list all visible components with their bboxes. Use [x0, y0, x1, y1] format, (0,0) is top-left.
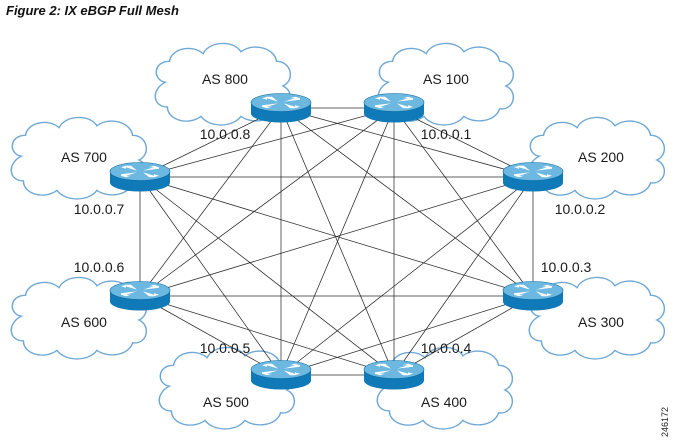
link-as300-as400	[393, 295, 534, 376]
router-icon-as300	[502, 281, 564, 311]
as-label-as800: AS 800	[202, 71, 248, 87]
link-as500-as700	[139, 176, 282, 376]
link-as100-as300	[393, 107, 534, 297]
link-as800-as300	[280, 107, 534, 297]
as-label-as300: AS 300	[578, 314, 624, 330]
link-as200-as500	[280, 176, 534, 376]
as-label-as700: AS 700	[61, 149, 107, 165]
ip-label-as700: 10.0.0.7	[74, 201, 125, 217]
link-as800-as200	[280, 107, 534, 178]
router-icon-as500	[250, 360, 312, 390]
link-as400-as600	[139, 295, 395, 376]
ip-label-as500: 10.0.0.5	[200, 340, 251, 356]
router-icon-as800	[250, 93, 312, 123]
link-as400-as700	[139, 176, 395, 376]
link-as300-as500	[280, 295, 534, 376]
link-as100-as600	[139, 107, 395, 297]
figure-caption: Figure 2: IX eBGP Full Mesh	[6, 3, 179, 18]
router-icon-as700	[109, 162, 171, 192]
ip-label-as800: 10.0.0.8	[200, 126, 251, 142]
as-label-as400: AS 400	[421, 394, 467, 410]
link-as500-as600	[139, 295, 282, 376]
as-label-as200: AS 200	[578, 149, 624, 165]
link-as300-as700	[139, 176, 534, 297]
ip-label-as300: 10.0.0.3	[541, 259, 592, 275]
router-icon-as100	[363, 93, 425, 123]
link-as800-as600	[139, 107, 282, 297]
router-icon-as600	[109, 281, 171, 311]
router-icon-as200	[502, 162, 564, 192]
link-as100-as500	[280, 107, 395, 376]
ip-label-as100: 10.0.0.1	[421, 126, 472, 142]
figure-code: 246172	[660, 407, 670, 437]
link-as200-as400	[393, 176, 534, 376]
link-as800-as700	[139, 107, 282, 178]
as-label-as100: AS 100	[423, 71, 469, 87]
router-icon-as400	[363, 360, 425, 390]
as-label-as500: AS 500	[203, 394, 249, 410]
ip-label-as200: 10.0.0.2	[555, 201, 606, 217]
link-as100-as700	[139, 107, 395, 178]
as-label-as600: AS 600	[61, 314, 107, 330]
ip-label-as600: 10.0.0.6	[74, 259, 125, 275]
ip-label-as400: 10.0.0.4	[421, 340, 472, 356]
